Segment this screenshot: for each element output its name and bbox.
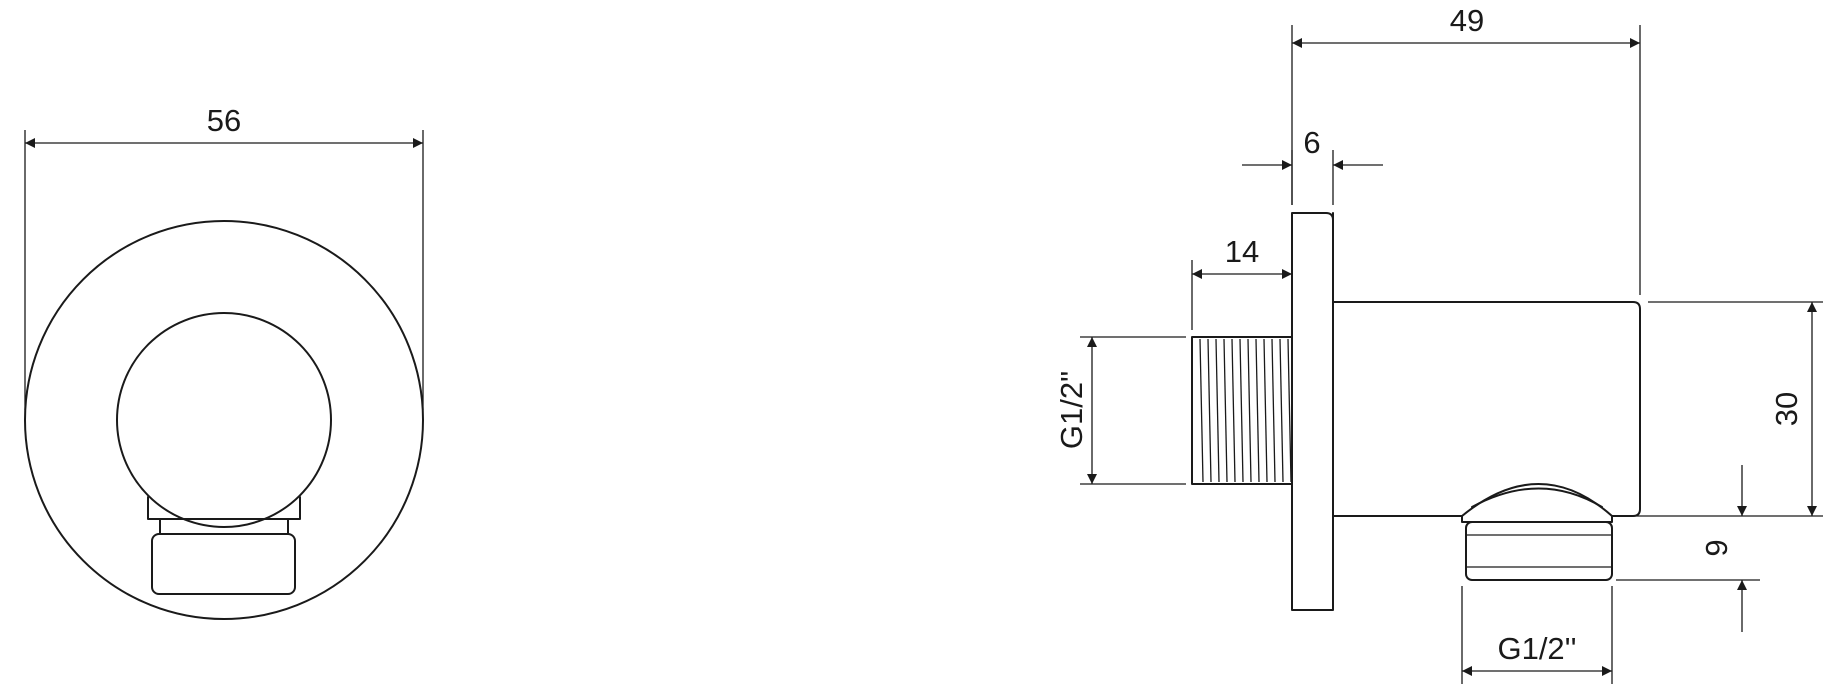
body-height-dimension: 30 xyxy=(1616,301,1823,517)
thread-ridge xyxy=(1247,338,1252,483)
thread-ridge xyxy=(1287,338,1292,483)
overall-depth-dimension: 49 xyxy=(1291,3,1641,295)
wall-plate xyxy=(1291,212,1334,611)
front-view: 56 xyxy=(24,103,424,620)
outlet-collar xyxy=(147,496,301,535)
width-dimension: 56 xyxy=(24,103,424,410)
thread-ridge xyxy=(1215,338,1220,483)
thread-length-label: 14 xyxy=(1225,234,1259,269)
side-view: 49 6 14 G1/2" 30 xyxy=(1054,3,1823,684)
inlet-thread-label: G1/2" xyxy=(1054,371,1089,449)
wall-rosette-outline xyxy=(24,220,424,620)
thread-ridge xyxy=(1255,338,1260,483)
plate-thickness-label: 6 xyxy=(1303,125,1320,160)
outlet-height-dimension: 9 xyxy=(1616,465,1760,632)
thread-ridge xyxy=(1199,338,1204,483)
outlet-nut xyxy=(151,533,296,595)
thread-ridge xyxy=(1223,338,1228,483)
thread-ridge xyxy=(1207,338,1212,483)
outlet-height-label: 9 xyxy=(1699,539,1734,556)
outlet-connector xyxy=(1461,515,1613,581)
inlet-thread-dimension: G1/2" xyxy=(1054,336,1186,485)
thread-length-dimension: 14 xyxy=(1191,234,1292,330)
plate-thickness-dimension: 6 xyxy=(1242,125,1383,205)
inlet-thread xyxy=(1191,336,1293,485)
thread-ridge xyxy=(1263,338,1268,483)
overall-depth-label: 49 xyxy=(1450,3,1484,38)
outlet-thread-label: G1/2'' xyxy=(1497,631,1576,666)
outlet-cap-outline xyxy=(116,312,332,528)
thread-ridge xyxy=(1231,338,1236,483)
outlet-thread-dimension: G1/2'' xyxy=(1461,586,1613,684)
body-outline xyxy=(1332,301,1641,517)
outlet-dome xyxy=(1461,483,1613,517)
thread-ridge xyxy=(1279,338,1284,483)
width-dimension-label: 56 xyxy=(207,103,241,138)
body-height-label: 30 xyxy=(1769,392,1804,426)
thread-ridge xyxy=(1239,338,1244,483)
thread-ridge xyxy=(1271,338,1276,483)
